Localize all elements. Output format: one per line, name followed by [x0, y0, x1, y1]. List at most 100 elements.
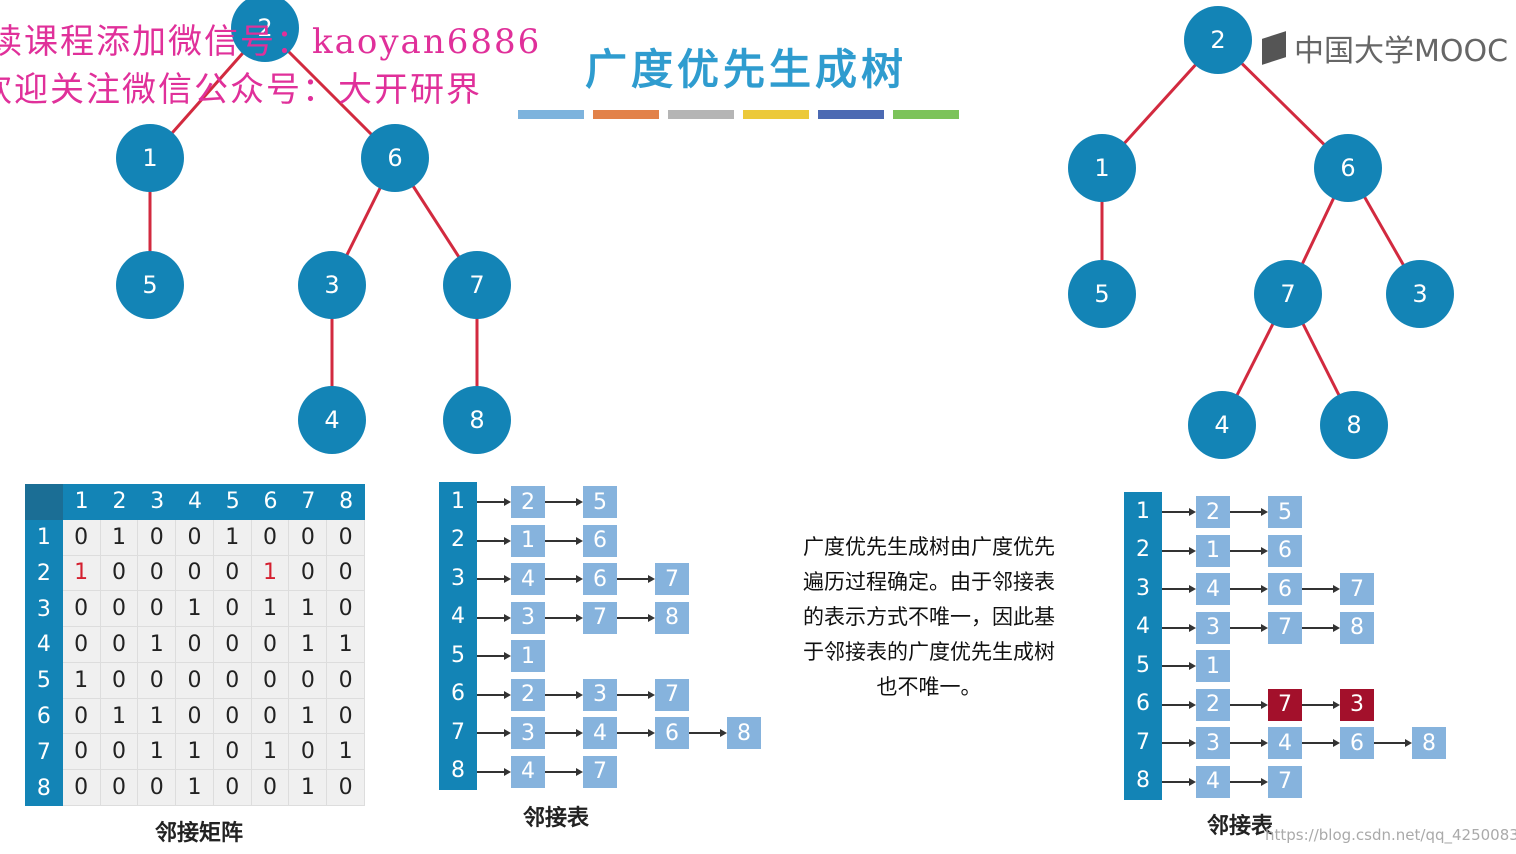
adj-right-link	[1162, 742, 1190, 744]
adj-right-arrow-icon	[1405, 739, 1412, 747]
svg-text:8: 8	[469, 406, 484, 434]
description-line-2: 遍历过程确定。由于邻接表	[803, 570, 1055, 594]
adj-left-link	[545, 501, 577, 503]
adj-left-vertex-7: 7	[451, 719, 465, 745]
adj-left-arrow-icon	[504, 767, 511, 776]
adj-left-neighbor-cell: 2	[511, 486, 545, 518]
description-text: 广度优先生成树由广度优先遍历过程确定。由于邻接表的表示方式不唯一，因此基于邻接表…	[770, 530, 1088, 705]
adj-right-arrow-icon	[1261, 585, 1268, 593]
matrix-cell: 1	[251, 555, 290, 592]
matrix-cell: 0	[289, 734, 328, 771]
right-tree-node-2: 2	[1184, 6, 1252, 74]
matrix-cell: 1	[100, 698, 139, 735]
adj-left-link	[477, 655, 505, 657]
adj-left-neighbor-cell: 6	[583, 524, 617, 557]
adj-left-arrow-icon	[720, 729, 727, 737]
adj-right-link	[1302, 588, 1334, 590]
adj-left-link	[477, 732, 505, 734]
matrix-cell: 1	[176, 734, 214, 771]
svg-text:7: 7	[1280, 280, 1295, 308]
adj-left-arrow-icon	[648, 729, 655, 737]
matrix-cell: 0	[176, 555, 214, 592]
adj-left-neighbor-cell: 1	[511, 524, 545, 557]
adj-left-vertex-3: 3	[451, 565, 465, 591]
svg-text:8: 8	[1346, 411, 1361, 439]
adj-right-arrow-icon	[1189, 739, 1196, 747]
adj-left-neighbor-cell: 7	[583, 601, 617, 634]
adj-left-vertex-1: 1	[451, 488, 465, 514]
svg-text:7: 7	[469, 271, 484, 299]
adj-left-neighbor-cell: 6	[655, 717, 689, 749]
adj-right-arrow-icon	[1189, 700, 1196, 709]
right-tree-node-3: 3	[1386, 260, 1454, 328]
left-tree-node-7: 7	[443, 251, 511, 319]
matrix-cell: 0	[100, 627, 139, 663]
adj-left-neighbor-cell: 6	[583, 563, 617, 595]
svg-text:3: 3	[1412, 280, 1427, 308]
adj-left-vertex-column	[439, 482, 477, 790]
adj-right-link	[1374, 742, 1406, 744]
adj-right-neighbor-cell: 3	[1196, 611, 1230, 644]
adj-right-arrow-icon	[1261, 777, 1268, 786]
matrix-cell: 0	[176, 627, 214, 663]
matrix-cell: 0	[62, 770, 101, 806]
matrix-caption: 邻接矩阵	[155, 821, 244, 846]
adj-right-link	[1302, 742, 1334, 744]
adj-right-neighbor-cell: 5	[1268, 496, 1302, 528]
matrix-cell: 1	[251, 734, 290, 771]
source-url: https://blog.csdn.net/qq_42500831	[1265, 826, 1516, 844]
adj-left-arrow-icon	[576, 536, 583, 545]
svg-text:6: 6	[1340, 154, 1355, 182]
adj-right-neighbor-cell: 7	[1340, 573, 1374, 605]
right-tree-node-5: 5	[1068, 260, 1136, 328]
adj-left-arrow-icon	[504, 690, 511, 699]
adj-right-arrow-icon	[1333, 585, 1340, 593]
adj-left-link	[689, 732, 721, 734]
adj-left-arrow-icon	[576, 729, 583, 737]
adj-left-link	[617, 732, 649, 734]
adj-right-neighbor-cell: 7	[1268, 688, 1302, 721]
adj-right-vertex-2: 2	[1136, 537, 1150, 562]
matrix-row-header-3: 3	[25, 591, 63, 628]
matrix-cell: 0	[138, 770, 177, 806]
matrix-cell: 0	[138, 591, 177, 628]
matrix-row-header-1: 1	[25, 519, 63, 556]
adj-left-arrow-icon	[648, 575, 655, 583]
matrix-row-header-2: 2	[25, 555, 63, 592]
adj-right-link	[1162, 549, 1190, 552]
mooc-logo-text: 中国大学MOOC	[1294, 34, 1509, 69]
adj-left-arrow-icon	[648, 613, 655, 622]
adj-left-neighbor-cell: 7	[583, 755, 617, 788]
adj-left-vertex-2: 2	[451, 527, 465, 552]
right-tree-node-7: 7	[1254, 260, 1322, 328]
adj-left-link	[477, 501, 505, 503]
matrix-cell: 1	[251, 591, 290, 628]
svg-text:1: 1	[1094, 154, 1109, 182]
matrix-cell: 0	[289, 555, 328, 592]
adj-right-neighbor-cell: 7	[1268, 765, 1302, 798]
adj-left-neighbor-cell: 4	[511, 755, 545, 788]
adj-right-link	[1162, 703, 1190, 706]
watermark-line-1: 读课程添加微信号：kaoyan6886	[0, 22, 542, 62]
matrix-cell: 0	[213, 698, 252, 735]
color-bar-2	[593, 110, 659, 119]
matrix-row-header-7: 7	[25, 734, 63, 771]
adj-right-link	[1230, 549, 1262, 552]
adj-left-neighbor-cell: 2	[511, 678, 545, 711]
description-line-3: 的表示方式不唯一，因此基	[803, 605, 1055, 629]
matrix-col-header-7: 7	[289, 484, 328, 520]
matrix-col-header-5: 5	[213, 484, 252, 520]
adj-right-link	[1162, 626, 1190, 629]
matrix-cell: 0	[251, 770, 290, 806]
adj-right-neighbor-cell: 8	[1340, 611, 1374, 644]
adj-right-arrow-icon	[1189, 777, 1196, 786]
matrix-col-header-3: 3	[138, 484, 177, 520]
svg-text:2: 2	[1210, 26, 1225, 54]
matrix-cell: 0	[213, 627, 252, 663]
adj-left-link	[545, 578, 577, 580]
svg-text:4: 4	[324, 406, 339, 434]
adj-left-link	[477, 616, 505, 619]
